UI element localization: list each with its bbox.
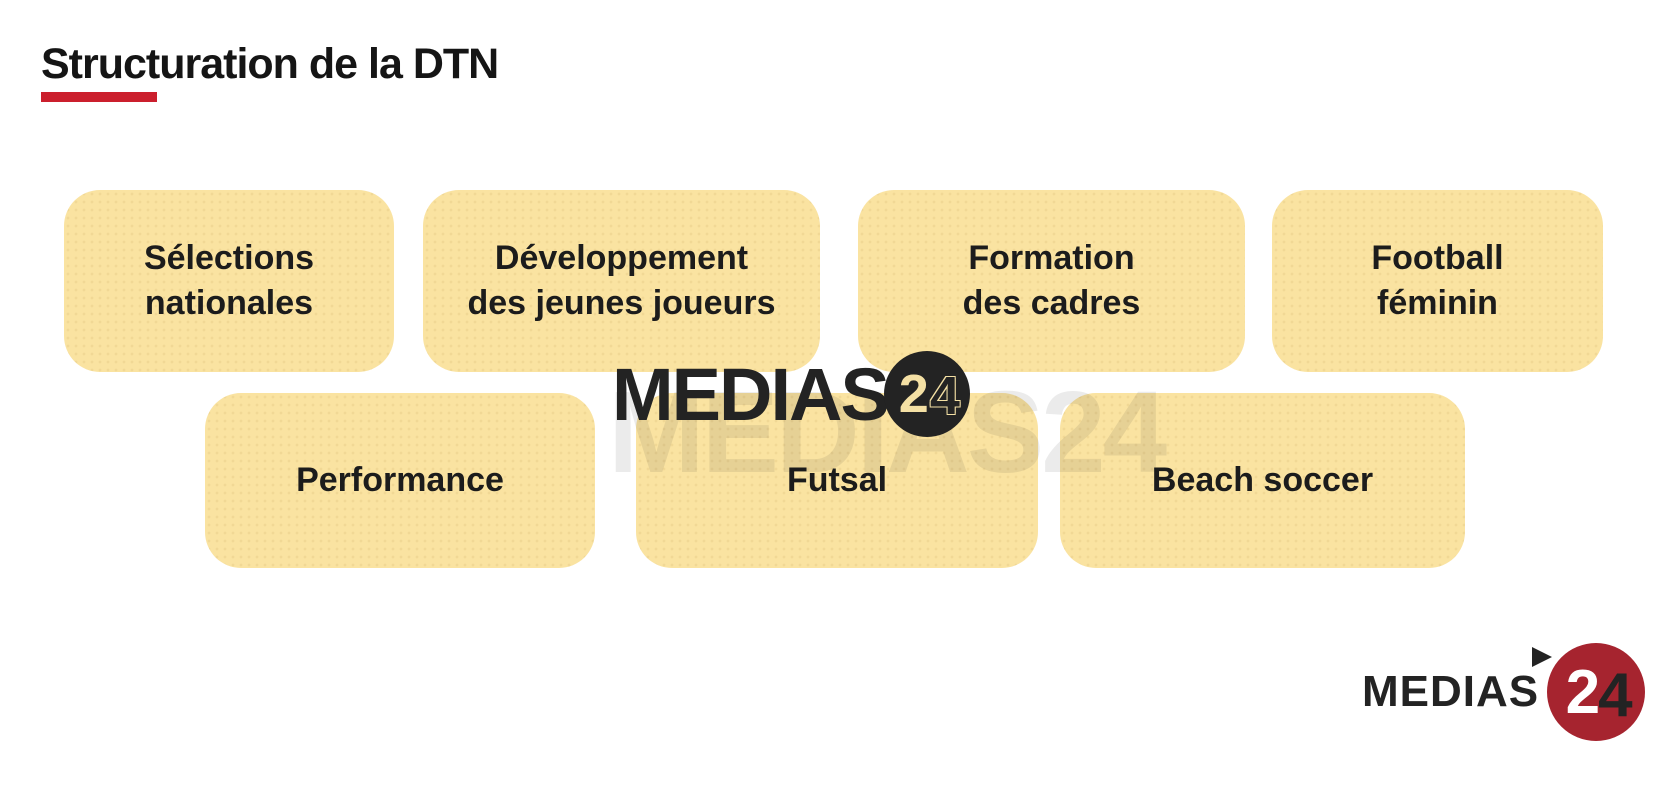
logo-digit-two: 2 [1565, 657, 1601, 727]
org-box-beach-soccer: Beach soccer [1060, 393, 1465, 568]
org-box-futsal: Futsal [636, 393, 1038, 568]
logo-circle-icon: 2 4 [1547, 643, 1646, 741]
logo-digit-four: 4 [1598, 660, 1633, 730]
watermark-medias24-logo: MEDIAS 2 4 [612, 351, 970, 437]
medias24-logo: MEDIAS 2 4 [1362, 641, 1646, 743]
org-box-selections-nationales: Sélections nationales [64, 190, 394, 372]
watermark-brand-text: MEDIAS [612, 352, 890, 436]
org-box-formation-des-cadres: Formation des cadres [858, 190, 1245, 372]
logo-brand-text: MEDIAS [1362, 667, 1540, 716]
watermark-circle-icon: 2 4 [883, 351, 970, 437]
org-box-performance: Performance [205, 393, 595, 568]
watermark-digit-two: 2 [898, 364, 929, 424]
logo-arrow-icon [1532, 647, 1552, 667]
page-title: Structuration de la DTN [41, 40, 499, 88]
watermark-digit-four: 4 [929, 366, 960, 426]
title-underline [41, 92, 157, 102]
org-box-football-feminin: Football féminin [1272, 190, 1603, 372]
org-box-developpement-jeunes-joueurs: Développement des jeunes joueurs [423, 190, 820, 372]
